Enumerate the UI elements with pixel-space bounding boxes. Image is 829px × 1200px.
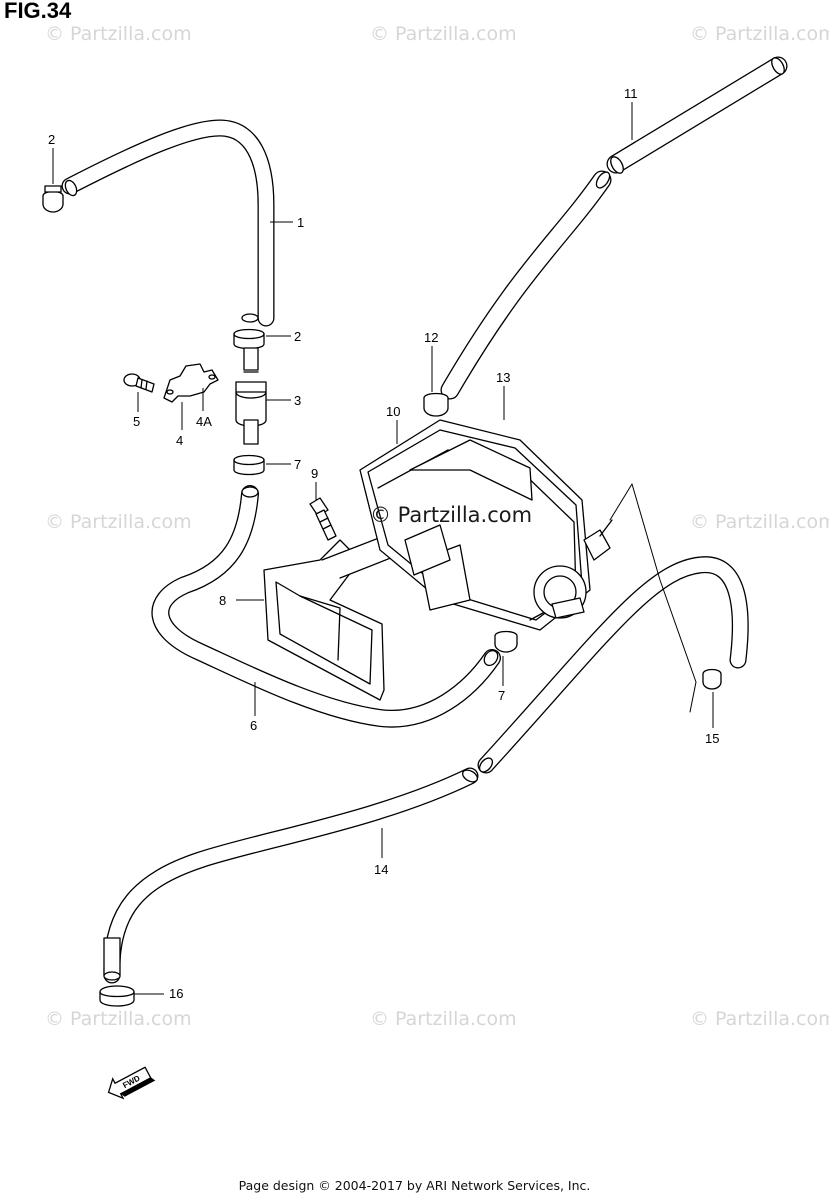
page-footer: Page design © 2004-2017 by ARI Network S… xyxy=(238,1178,591,1193)
watermark-text: © Partzilla.com xyxy=(370,23,517,45)
canister-10 xyxy=(359,419,613,631)
hose-14 xyxy=(103,556,749,984)
bolt-9 xyxy=(309,497,337,541)
hose-6 xyxy=(151,485,501,728)
clamp-15 xyxy=(702,668,722,690)
fwd-arrow-icon: FWD xyxy=(107,1066,156,1100)
clamp-7-upper xyxy=(233,454,265,476)
watermark-text: © Partzilla.com xyxy=(45,23,192,45)
leader-lines xyxy=(52,102,714,995)
callout-7: 7 xyxy=(498,688,505,703)
hose-1 xyxy=(61,119,275,327)
callout-labels: 2 1 2 3 5 4A 4 7 9 8 6 10 11 12 13 7 14 … xyxy=(48,86,719,1001)
callout-12: 12 xyxy=(424,330,438,345)
callout-15: 15 xyxy=(705,731,719,746)
callout-14: 14 xyxy=(374,862,388,877)
callout-4a: 4A xyxy=(196,414,212,429)
figure-title: FIG.34 xyxy=(4,0,72,23)
watermark-text: © Partzilla.com xyxy=(45,1008,192,1030)
callout-8: 8 xyxy=(219,593,226,608)
clamp-12 xyxy=(423,392,449,417)
callout-10: 10 xyxy=(386,404,400,419)
callout-3: 3 xyxy=(294,393,301,408)
callout-11: 11 xyxy=(624,86,638,101)
callout-2: 2 xyxy=(294,329,301,344)
callout-5: 5 xyxy=(133,414,140,429)
callout-4: 4 xyxy=(176,433,183,448)
bracket-4 xyxy=(163,363,219,403)
watermark-text: © Partzilla.com xyxy=(690,23,829,45)
clamp-16 xyxy=(99,985,135,1007)
bolt-5 xyxy=(123,373,155,393)
callout-13: 13 xyxy=(496,370,510,385)
clamp-2-top xyxy=(42,185,64,213)
watermark-text: © Partzilla.com xyxy=(690,1008,829,1030)
clamp-2-mid xyxy=(233,328,265,350)
callout-7: 7 xyxy=(294,457,301,472)
watermark-layer: © Partzilla.com © Partzilla.com © Partzi… xyxy=(45,23,829,1030)
watermark-center: © Partzilla.com xyxy=(370,503,532,527)
watermark-text: © Partzilla.com xyxy=(45,511,192,533)
clamp-7-lower xyxy=(494,630,518,653)
callout-16: 16 xyxy=(169,986,183,1001)
watermark-text: © Partzilla.com xyxy=(370,1008,517,1030)
callout-9: 9 xyxy=(311,466,318,481)
callout-6: 6 xyxy=(250,718,257,733)
watermark-text: © Partzilla.com xyxy=(690,511,829,533)
callout-1: 1 xyxy=(297,215,304,230)
valve-3 xyxy=(235,347,267,445)
callout-2: 2 xyxy=(48,132,55,147)
hose-11 xyxy=(440,56,788,400)
